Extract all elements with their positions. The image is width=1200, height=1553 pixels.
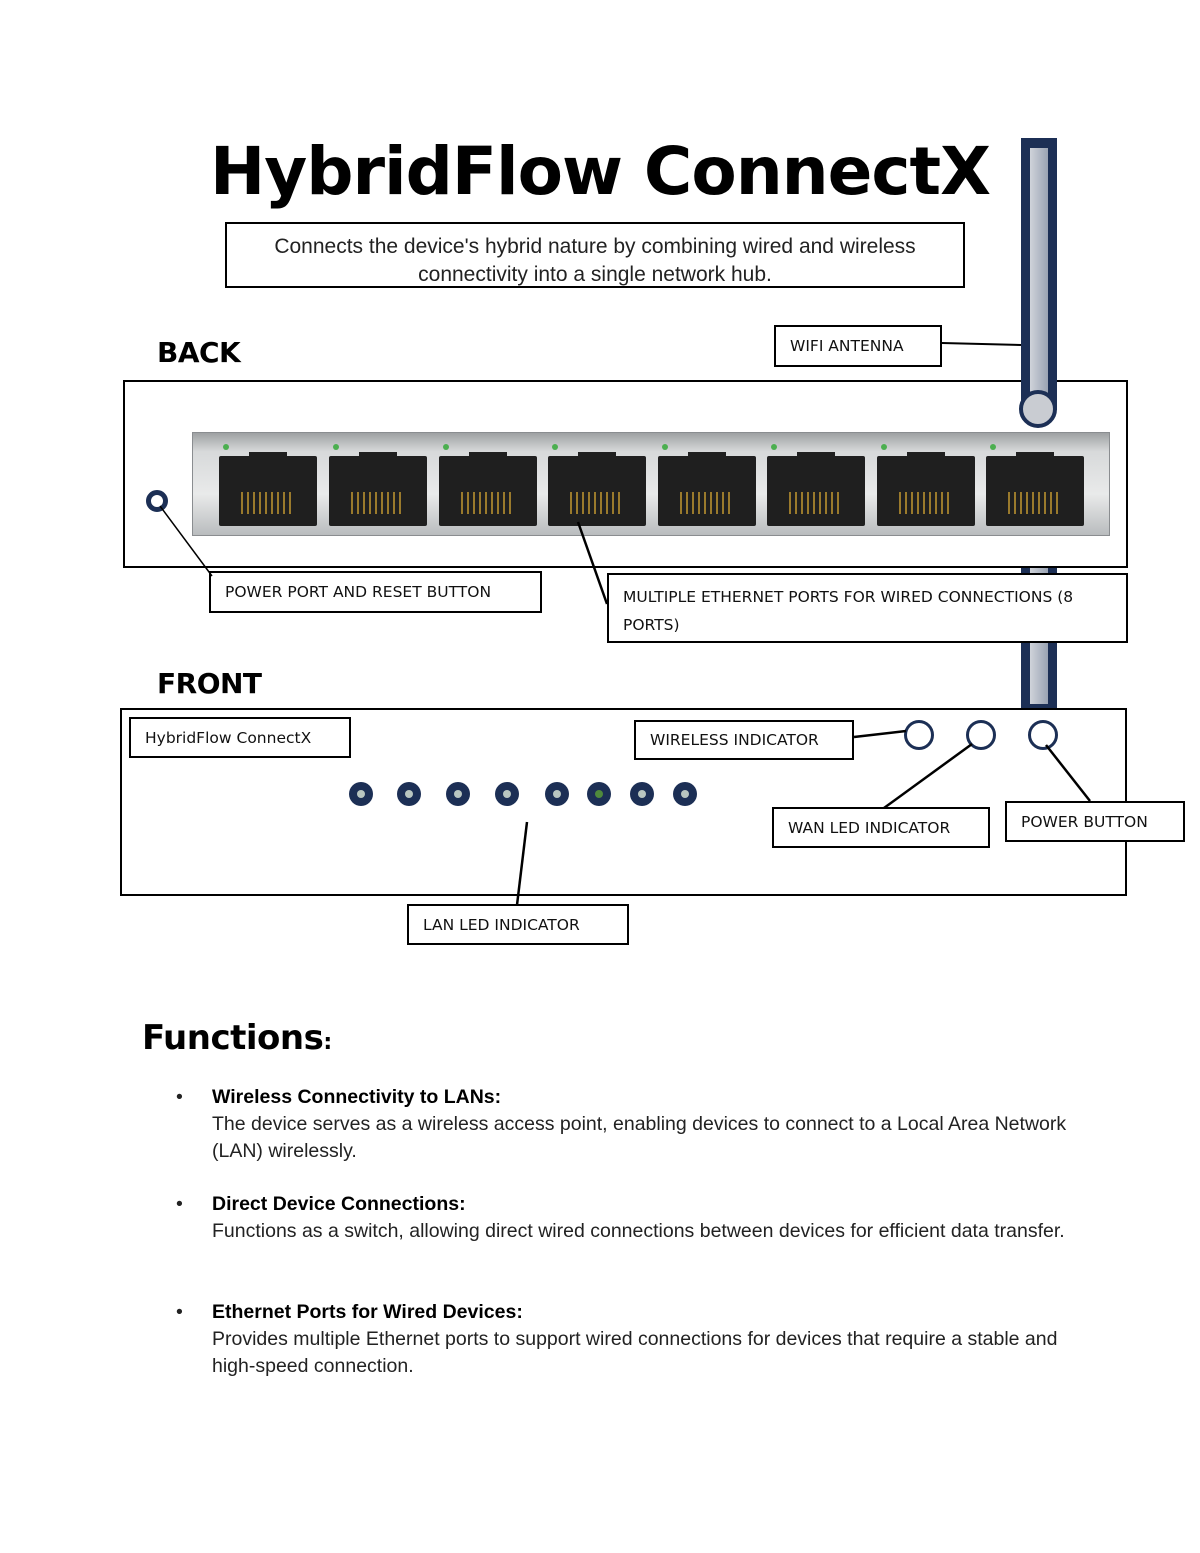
port-pins	[1008, 492, 1062, 514]
wireless-indicator-icon	[904, 720, 934, 750]
function-item: • Wireless Connectivity to LANs: The dev…	[176, 1084, 1076, 1165]
port-pins	[680, 492, 734, 514]
functions-heading-text: Functions	[142, 1018, 324, 1058]
power-button-icon[interactable]	[1028, 720, 1058, 750]
port-led-icon	[333, 444, 339, 450]
lan-led-icon	[630, 782, 654, 806]
port-pins	[570, 492, 624, 514]
function-item: • Direct Device Connections: Functions a…	[176, 1191, 1076, 1245]
bullet-icon: •	[176, 1193, 183, 1215]
port-led-icon	[223, 444, 229, 450]
port-led-icon	[552, 444, 558, 450]
ethernet-ports-callout: MULTIPLE ETHERNET PORTS FOR WIRED CONNEC…	[607, 573, 1128, 643]
power-button-label: POWER BUTTON	[1021, 812, 1148, 831]
bullet-icon: •	[176, 1086, 183, 1108]
back-section-label: BACK	[157, 336, 241, 369]
port-pins	[241, 492, 295, 514]
lan-led-icon	[587, 782, 611, 806]
front-section-label: FRONT	[157, 667, 262, 700]
power-port-icon[interactable]	[146, 490, 168, 512]
subtitle-text: Connects the device's hybrid nature by c…	[274, 235, 916, 286]
function-text: The device serves as a wireless access p…	[212, 1113, 1067, 1162]
power-button-leader	[1045, 744, 1091, 802]
lan-led-icon	[397, 782, 421, 806]
wireless-indicator-callout: WIRELESS INDICATOR	[634, 720, 854, 760]
function-text: Provides multiple Ethernet ports to supp…	[212, 1328, 1058, 1377]
power-port-label: POWER PORT AND RESET BUTTON	[225, 583, 492, 601]
function-title: Direct Device Connections:	[212, 1193, 466, 1215]
power-button-callout: POWER BUTTON	[1005, 801, 1185, 842]
function-item: • Ethernet Ports for Wired Devices: Prov…	[176, 1299, 1076, 1380]
wifi-antenna-label: WIFI ANTENNA	[790, 337, 904, 355]
lan-led-leader	[515, 821, 529, 906]
port-pins	[899, 492, 953, 514]
port-led-icon	[881, 444, 887, 450]
port-led-icon	[662, 444, 668, 450]
port-pins	[789, 492, 843, 514]
functions-heading: Functions:	[142, 1018, 332, 1058]
antenna-base-icon	[1019, 390, 1057, 428]
lan-led-icon	[446, 782, 470, 806]
ethernet-port[interactable]	[439, 452, 537, 526]
function-text: Functions as a switch, allowing direct w…	[212, 1220, 1065, 1242]
power-port-callout: POWER PORT AND RESET BUTTON	[209, 571, 542, 613]
wifi-antenna-leader	[941, 342, 1022, 346]
port-pins	[461, 492, 515, 514]
ethernet-ports-label: MULTIPLE ETHERNET PORTS FOR WIRED CONNEC…	[623, 588, 1074, 634]
function-title: Wireless Connectivity to LANs:	[212, 1086, 502, 1108]
ethernet-port[interactable]	[658, 452, 756, 526]
ethernet-port[interactable]	[219, 452, 317, 526]
wifi-antenna-callout: WIFI ANTENNA	[774, 325, 942, 367]
function-title: Ethernet Ports for Wired Devices:	[212, 1301, 523, 1323]
lan-led-icon	[545, 782, 569, 806]
subtitle-box: Connects the device's hybrid nature by c…	[225, 222, 965, 288]
ethernet-port[interactable]	[767, 452, 865, 526]
ethernet-ports-leader	[576, 521, 609, 605]
power-port-leader	[159, 505, 213, 577]
page-title: HybridFlow ConnectX	[210, 133, 991, 210]
wan-led-label: WAN LED INDICATOR	[788, 818, 951, 837]
wireless-indicator-leader	[853, 729, 907, 739]
lan-led-icon	[495, 782, 519, 806]
port-led-icon	[443, 444, 449, 450]
wireless-indicator-label: WIRELESS INDICATOR	[650, 731, 819, 749]
ethernet-port[interactable]	[986, 452, 1084, 526]
ethernet-port[interactable]	[329, 452, 427, 526]
brand-label: HybridFlow ConnectX	[145, 728, 312, 747]
bullet-icon: •	[176, 1301, 183, 1323]
port-pins	[351, 492, 405, 514]
wan-led-callout: WAN LED INDICATOR	[772, 807, 990, 848]
wan-led-leader	[883, 742, 973, 810]
ethernet-port[interactable]	[877, 452, 975, 526]
ethernet-port[interactable]	[548, 452, 646, 526]
brand-label-box: HybridFlow ConnectX	[129, 717, 351, 758]
functions-heading-colon: :	[323, 1030, 332, 1055]
port-led-icon	[771, 444, 777, 450]
port-led-icon	[990, 444, 996, 450]
lan-led-icon	[349, 782, 373, 806]
lan-led-label: LAN LED INDICATOR	[423, 915, 580, 934]
lan-led-icon	[673, 782, 697, 806]
